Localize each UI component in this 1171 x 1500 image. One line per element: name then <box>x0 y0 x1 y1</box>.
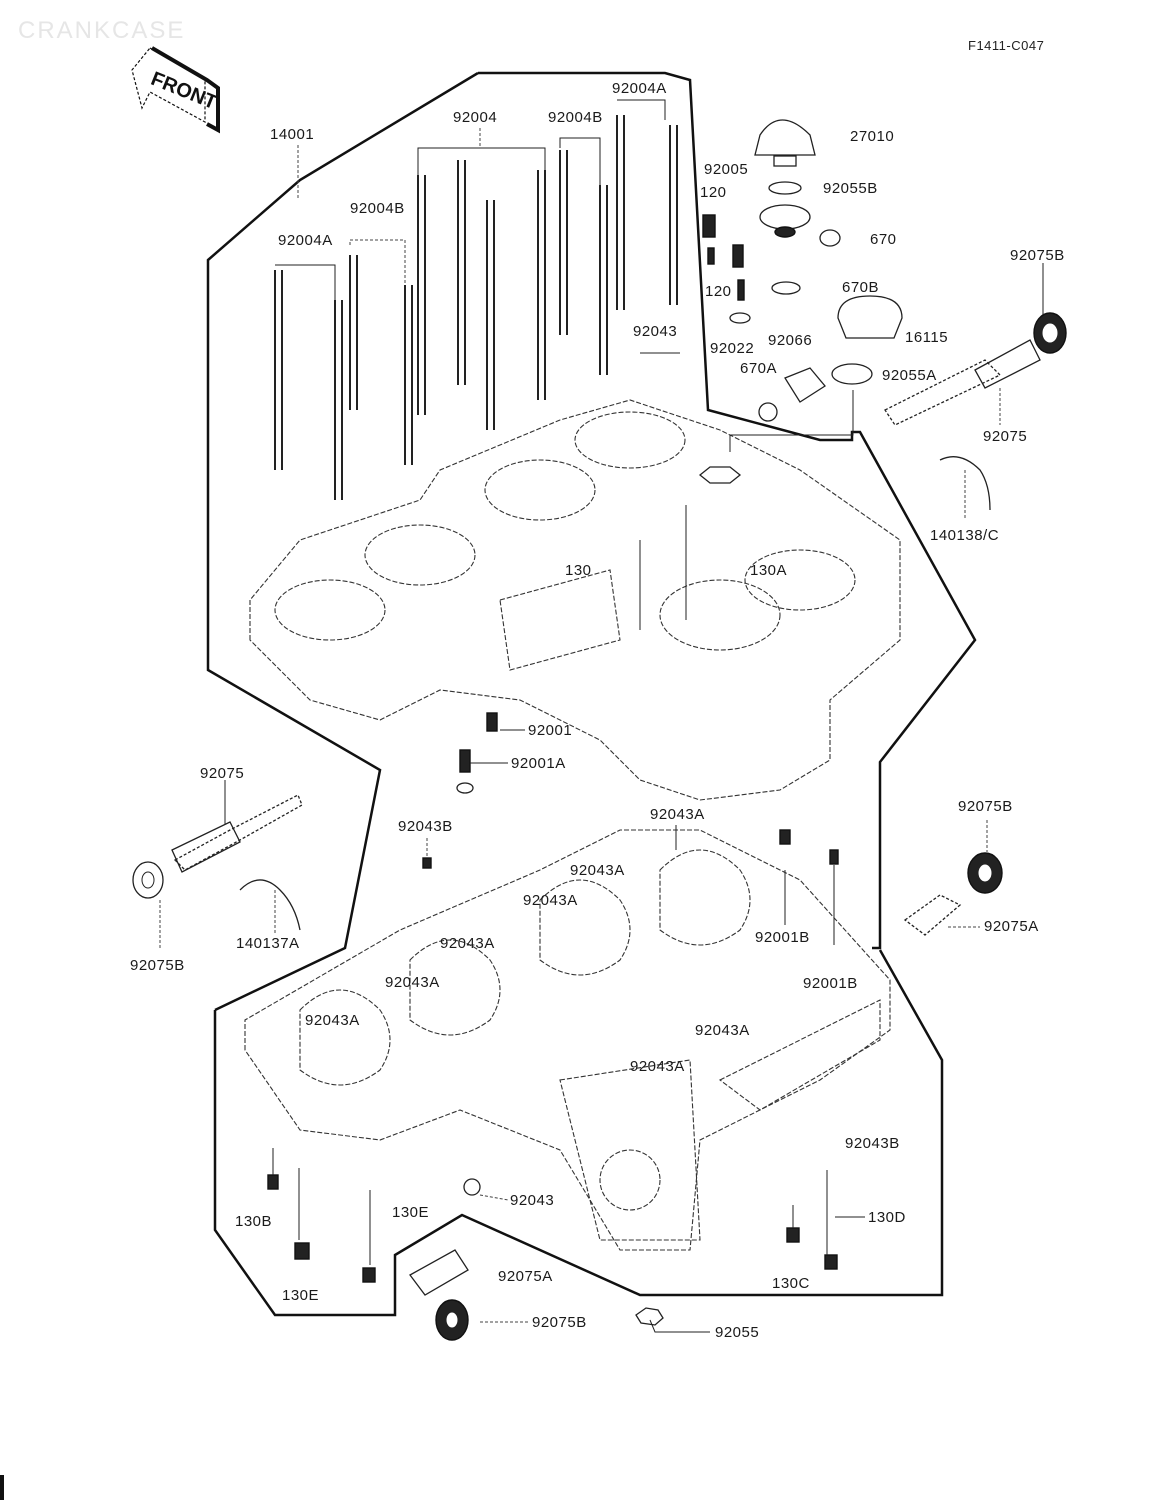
diagram-code: F1411-C047 <box>968 38 1044 53</box>
label-140137a: 140137A <box>236 935 300 952</box>
stud-leaders <box>275 99 680 354</box>
label-140138c: 140138/C <box>930 527 999 544</box>
label-92075b-bottom: 92075B <box>532 1314 587 1331</box>
label-130c: 130C <box>772 1275 810 1292</box>
label-130: 130 <box>565 562 592 579</box>
label-120: 120 <box>700 184 727 201</box>
shaft-seal-group-left <box>132 780 303 950</box>
label-92043-bottom: 92043 <box>510 1192 554 1209</box>
shaft-seal-group-top-right <box>884 263 1067 518</box>
label-92075-right: 92075 <box>983 428 1027 445</box>
label-92004a-top: 92004A <box>612 80 667 97</box>
label-92055: 92055 <box>715 1324 759 1341</box>
upper-case-boundary <box>478 71 977 950</box>
label-130e-2: 130E <box>282 1287 319 1304</box>
label-130e-1: 130E <box>392 1204 429 1221</box>
label-92043a-6: 92043A <box>305 1012 360 1029</box>
label-92004: 92004 <box>453 109 497 126</box>
label-92043a-3: 92043A <box>523 892 578 909</box>
label-92004b-left: 92004B <box>350 200 405 217</box>
page-title: CRANKCASE <box>18 17 185 44</box>
label-16115: 16115 <box>905 329 948 346</box>
label-92004b-mid: 92004B <box>548 109 603 126</box>
label-92075a-bottom: 92075A <box>498 1268 553 1285</box>
label-92043a-1: 92043A <box>650 806 705 823</box>
label-92055a: 92055A <box>882 367 937 384</box>
label-670a: 670A <box>740 360 777 377</box>
cylinder-studs <box>274 115 678 500</box>
label-92004a-left: 92004A <box>278 232 333 249</box>
label-92001b-2: 92001B <box>803 975 858 992</box>
label-92043a-2: 92043A <box>570 862 625 879</box>
label-92043-top: 92043 <box>633 323 677 340</box>
scan-edge-mark <box>0 1475 4 1500</box>
middle-fasteners <box>422 712 839 945</box>
label-92022: 92022 <box>710 340 754 357</box>
label-92043a-5: 92043A <box>385 974 440 991</box>
label-92075b-top: 92075B <box>1010 247 1065 264</box>
label-92075b-left: 92075B <box>130 957 185 974</box>
label-130a: 130A <box>750 562 787 579</box>
label-92001: 92001 <box>528 722 572 739</box>
label-92001a: 92001A <box>511 755 566 772</box>
label-92066: 92066 <box>768 332 812 349</box>
label-92075b-right: 92075B <box>958 798 1013 815</box>
label-92075-left: 92075 <box>200 765 244 782</box>
label-92043a-8: 92043A <box>630 1058 685 1075</box>
label-670b: 670B <box>842 279 879 296</box>
label-130b: 130B <box>235 1213 272 1230</box>
label-670: 670 <box>870 231 897 248</box>
upper-case-boundary-left <box>206 71 479 1012</box>
label-130d: 130D <box>868 1209 906 1226</box>
label-92043b-left: 92043B <box>398 818 453 835</box>
label-27010: 27010 <box>850 128 894 145</box>
label-92043b-right: 92043B <box>845 1135 900 1152</box>
upper-crankcase-half <box>249 399 901 801</box>
label-92001b-1: 92001B <box>755 929 810 946</box>
label-14001: 14001 <box>270 126 314 143</box>
oil-filler-group <box>702 119 903 452</box>
label-92005: 92005 <box>704 161 748 178</box>
label-92055b: 92055B <box>823 180 878 197</box>
lower-crankcase-half <box>244 829 891 1251</box>
label-92043a-7: 92043A <box>695 1022 750 1039</box>
label-92075a-right: 92075A <box>984 918 1039 935</box>
label-120-lower: 120 <box>705 283 732 300</box>
label-92043a-4: 92043A <box>440 935 495 952</box>
lower-case-boundary <box>213 949 944 1317</box>
shaft-seal-group-right <box>903 820 1003 936</box>
bottom-parts <box>267 1148 865 1341</box>
front-arrow-icon: FRONT <box>131 46 220 134</box>
